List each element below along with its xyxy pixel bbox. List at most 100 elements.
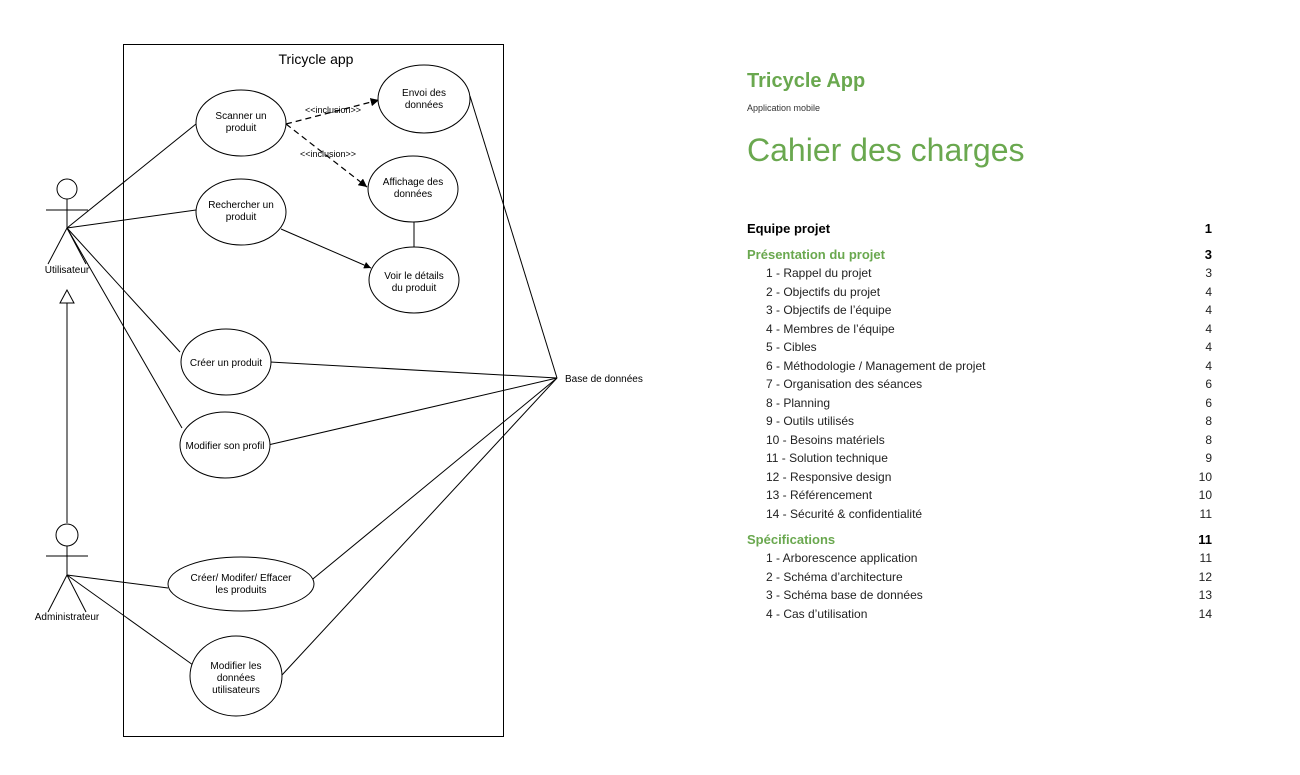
toc-item[interactable]: 11 - Solution technique 9 — [747, 449, 1212, 468]
admin-associations — [66, 574, 194, 666]
toc-item-page: 4 — [1205, 340, 1212, 354]
toc-item-page: 13 — [1198, 588, 1212, 602]
inclusion-label-1: <<inclusion>> — [305, 105, 361, 115]
toc-item[interactable]: 6 - Méthodologie / Management de projet 4 — [747, 357, 1212, 376]
toc-item-page: 8 — [1205, 414, 1212, 428]
app-subtitle: Application mobile — [747, 103, 821, 113]
toc-item-label: 10 - Besoins matériels — [766, 432, 885, 447]
use-case-diagram: Tricycle app <<inclusion>> <<inclusion>>… — [35, 44, 643, 737]
inclusion-arrow-display — [285, 123, 368, 188]
toc-item[interactable]: 2 - Objectifs du projet 4 — [747, 283, 1212, 302]
toc-item-label: 9 - Outils utilisés — [766, 414, 855, 428]
toc-item[interactable]: 2 - Schéma d’architecture 12 — [747, 568, 1212, 587]
toc-item-label: 2 - Objectifs du projet — [766, 284, 881, 299]
svg-text:Créer un produit: Créer un produit — [190, 358, 262, 369]
toc-item[interactable]: 8 - Planning 6 — [747, 394, 1212, 413]
actor-admin — [46, 523, 88, 613]
toc-item[interactable]: 3 - Objectifs de l’équipe 4 — [747, 301, 1212, 320]
toc-item-page: 11 — [1199, 506, 1212, 521]
database-label: Base de données — [565, 374, 643, 385]
actor-user-label: Utilisateur — [45, 265, 90, 276]
toc-item-page: 6 — [1205, 395, 1212, 410]
toc-item-label: 4 - Cas d’utilisation — [766, 606, 868, 621]
toc-item[interactable]: 5 - Cibles 4 — [747, 338, 1212, 357]
search-to-details-arrow — [280, 228, 372, 269]
toc-item-page: 3 — [1205, 266, 1212, 280]
inclusion-arrow-send — [285, 98, 380, 125]
toc-item[interactable]: 10 - Besoins matériels 8 — [747, 431, 1212, 450]
toc-item-label: 12 - Responsive design — [766, 469, 892, 484]
database-associations — [267, 95, 558, 676]
toc-item[interactable]: 4 - Membres de l’équipe 4 — [747, 320, 1212, 339]
toc-item[interactable]: 12 - Responsive design 10 — [747, 468, 1212, 487]
toc-item-label: 5 - Cibles — [766, 340, 817, 354]
toc-item-label: 4 - Membres de l’équipe — [766, 321, 895, 336]
toc-item-page: 10 — [1198, 469, 1212, 484]
toc-section-label: Equipe projet — [747, 221, 831, 236]
use-case-create: Créer un produit — [180, 328, 272, 396]
toc-item-page: 4 — [1205, 321, 1212, 336]
toc-item-label: 11 - Solution technique — [766, 451, 888, 465]
toc-item-page: 11 — [1199, 551, 1212, 565]
toc-item-page: 8 — [1205, 432, 1212, 447]
use-case-profile: Modifier son profil — [179, 411, 271, 479]
generalization-triangle — [59, 288, 75, 304]
actor-admin-label: Administrateur — [35, 612, 100, 623]
toc-item-page: 4 — [1205, 358, 1212, 373]
toc-item-page: 12 — [1198, 569, 1212, 584]
system-title: Tricycle app — [279, 51, 354, 67]
actor-user — [46, 178, 88, 265]
toc-item-label: 8 - Planning — [766, 395, 831, 410]
app-title: Tricycle App — [747, 70, 866, 92]
toc-item[interactable]: 9 - Outils utilisés 8 — [747, 412, 1212, 431]
inclusion-label-2: <<inclusion>> — [300, 149, 356, 159]
toc-item-page: 10 — [1198, 488, 1212, 502]
toc-section[interactable]: Spécifications 11 — [747, 531, 1212, 549]
toc-item-label: 13 - Référencement — [766, 488, 873, 502]
toc-item-label: 3 - Schéma base de données — [766, 588, 923, 602]
toc-item-label: 7 - Organisation des séances — [766, 377, 923, 391]
toc-item-label: 1 - Arborescence application — [766, 551, 918, 565]
toc-item-label: 1 - Rappel du projet — [766, 266, 872, 280]
toc-item-label: 2 - Schéma d’architecture — [766, 569, 903, 584]
toc-item-page: 4 — [1205, 284, 1212, 299]
document-panel: Tricycle App Application mobile Cahier d… — [747, 68, 1212, 623]
toc-section[interactable]: Equipe projet 1 — [747, 220, 1212, 238]
document-title: Cahier des charges — [747, 132, 1025, 168]
toc-item[interactable]: 3 - Schéma base de données 13 — [747, 586, 1212, 605]
toc-item-label: 3 - Objectifs de l’équipe — [766, 303, 892, 317]
toc-item-label: 6 - Méthodologie / Management de projet — [766, 358, 986, 373]
toc-item[interactable]: 1 - Arborescence application 11 — [747, 549, 1212, 568]
toc-item-page: 9 — [1205, 451, 1212, 465]
toc-item[interactable]: 14 - Sécurité & confidentialité 11 — [747, 505, 1212, 524]
toc-section-page: 1 — [1204, 221, 1212, 236]
toc-item-page: 4 — [1205, 303, 1212, 317]
toc-section-label: Spécifications — [747, 532, 836, 547]
user-associations — [66, 123, 197, 429]
toc-item-page: 14 — [1198, 606, 1212, 621]
toc-section-page: 11 — [1198, 532, 1212, 547]
toc-item[interactable]: 4 - Cas d’utilisation 14 — [747, 605, 1212, 624]
toc-item[interactable]: 1 - Rappel du projet 3 — [747, 264, 1212, 283]
toc-item-label: 14 - Sécurité & confidentialité — [766, 506, 923, 521]
toc-item[interactable]: 13 - Référencement 10 — [747, 486, 1212, 505]
toc-section-page: 3 — [1204, 247, 1212, 262]
svg-text:Modifier son profil: Modifier son profil — [186, 441, 265, 452]
